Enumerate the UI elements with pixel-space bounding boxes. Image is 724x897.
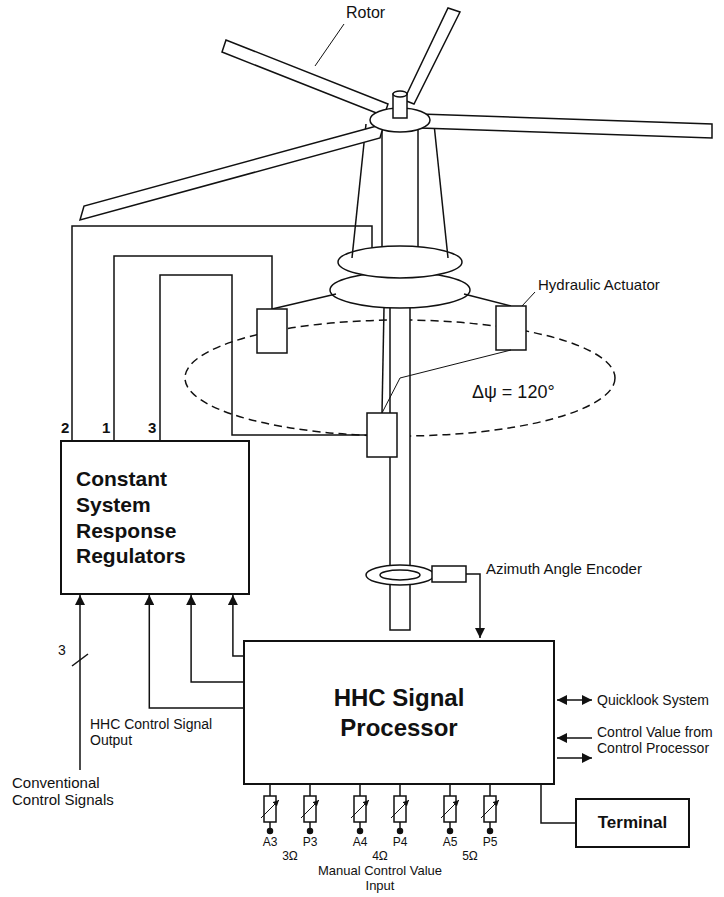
angle-label: Δψ = 120° (470, 382, 557, 403)
terminal-dot (488, 829, 493, 834)
hydraulic-actuator (496, 306, 526, 350)
signal-connector (233, 595, 243, 656)
resistor-symbol (481, 785, 499, 834)
variable-arrow (351, 800, 369, 818)
signal-connector (191, 595, 243, 682)
actuator-rod (382, 308, 384, 413)
rotor-blade (420, 114, 712, 138)
dimension-line (382, 378, 400, 413)
resistor-lead (359, 785, 361, 796)
resistor-lead (489, 785, 491, 796)
signal-connector (541, 785, 575, 823)
signal-label: Quicklook System (597, 692, 709, 708)
variable-arrow (301, 800, 319, 818)
rotor-blade (222, 40, 388, 116)
bus-slash (72, 654, 88, 666)
pin-name: A4 (353, 836, 368, 850)
harmonic-label: 5Ω (462, 850, 478, 864)
actuator-rod (272, 294, 336, 309)
channel-number: 3 (148, 419, 156, 436)
hydraulic-actuator (367, 413, 397, 457)
terminal-dot (268, 829, 273, 834)
signal-arrow (557, 699, 592, 701)
pitch-link (434, 124, 448, 258)
resistor-symbol (391, 785, 409, 834)
rotor-hub (393, 91, 407, 97)
harmonic-label: 3Ω (282, 850, 298, 864)
channel-number: 2 (61, 419, 69, 436)
rotor-blade (80, 124, 384, 220)
terminal-dot (398, 829, 403, 834)
signal-connector (149, 595, 243, 708)
pin-name: P5 (483, 836, 498, 850)
resistor-lead (399, 785, 401, 796)
leader-line (522, 292, 535, 306)
rotor-blade (404, 8, 460, 104)
terminal-dot (358, 829, 363, 834)
processor-box: HHC Signal Processor (243, 640, 555, 785)
signal-label: Control Value from Control Processor (597, 724, 715, 756)
resistor-symbol (301, 785, 319, 834)
resistor-symbol (441, 785, 459, 834)
variable-arrow (261, 800, 279, 818)
signal-wire (72, 226, 372, 440)
terminal-dot (448, 829, 453, 834)
box-label: HHC Signal Processor (289, 683, 509, 742)
channel-number: 1 (102, 419, 110, 436)
encoder-sensor (432, 566, 466, 582)
terminal-dot (308, 829, 313, 834)
box-text-group: HHC Signal Processor (289, 683, 509, 742)
signal-wire (160, 275, 367, 440)
variable-arrow (441, 800, 459, 818)
hydraulic-actuator (257, 309, 287, 353)
resistor-lead (269, 785, 271, 796)
swashplate (338, 246, 462, 278)
signal-arrow (557, 757, 592, 759)
signal-arrow (466, 574, 480, 638)
pin-name: P3 (303, 836, 318, 850)
variable-arrow (391, 800, 409, 818)
box-text-group: Terminal (598, 813, 668, 834)
pin-name: A3 (263, 836, 278, 850)
rotor-mast (382, 118, 418, 262)
leader-line (315, 24, 344, 66)
pin-name: P4 (393, 836, 408, 850)
resistor-lead (309, 785, 311, 796)
signal-label: Conventional Control Signals (12, 774, 152, 809)
signal-label: HHC Control Signal Output (90, 716, 238, 748)
regulator-box: Constant System Response Regulators (60, 440, 250, 595)
encoder-disc (380, 570, 420, 580)
signal-label: Manual Control Value Input (315, 864, 445, 894)
encoder-disc (366, 565, 434, 585)
dimension-line (400, 350, 511, 378)
box-label: Terminal (598, 813, 668, 834)
resistor-lead (449, 785, 451, 796)
pin-name: A5 (443, 836, 458, 850)
signal-arrow (557, 737, 592, 739)
terminal-box: Terminal (575, 798, 690, 848)
harmonic-label: 4Ω (372, 850, 388, 864)
resistor-symbol (351, 785, 369, 834)
signal-arrow (79, 595, 81, 770)
signal-wire (114, 256, 272, 440)
part-label: Azimuth Angle Encoder (486, 560, 642, 577)
resistor-symbol (261, 785, 279, 834)
part-label: Hydraulic Actuator (538, 276, 660, 293)
variable-arrow (481, 800, 499, 818)
part-label: Rotor (346, 4, 385, 22)
actuator-rod (464, 294, 511, 306)
box-text-group: Constant System Response Regulators (76, 466, 206, 568)
bus-width: 3 (58, 642, 66, 658)
box-label: Constant System Response Regulators (76, 466, 206, 568)
